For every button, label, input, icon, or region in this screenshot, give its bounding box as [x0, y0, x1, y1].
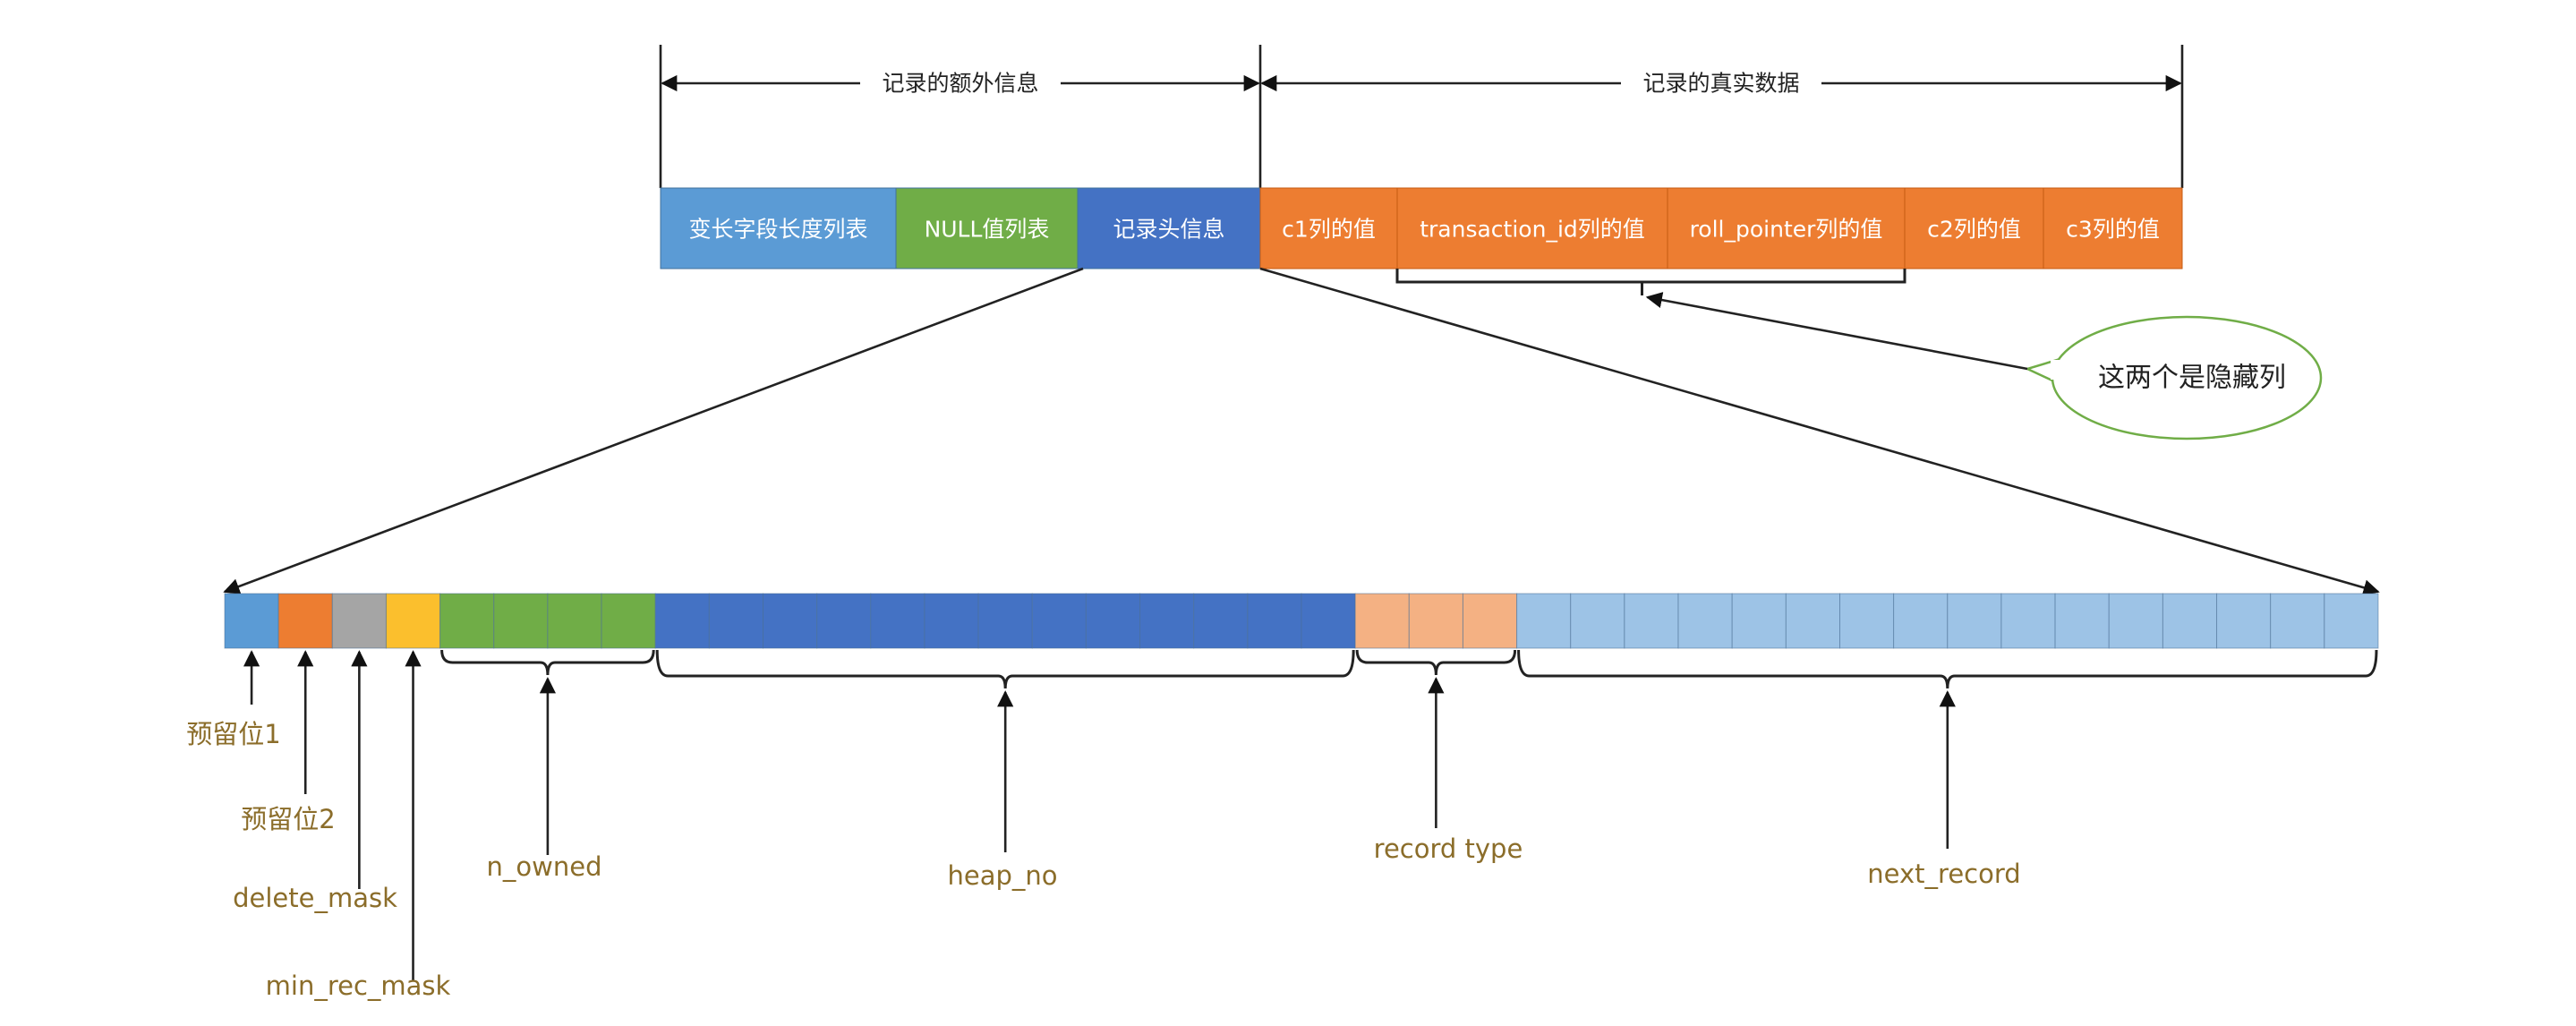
record-segment-label: c2列的值 — [1927, 217, 2021, 243]
record-segment — [1259, 187, 1398, 269]
bit-cell — [1893, 593, 1949, 649]
bit-cell — [2000, 593, 2056, 649]
bit-cell — [1947, 593, 2002, 649]
bit-cell — [763, 593, 818, 649]
bit-cell — [1085, 593, 1141, 649]
field-label: heap_no — [947, 860, 1057, 891]
bit-cell — [1839, 593, 1895, 649]
bit-cell — [1785, 593, 1840, 649]
bit-cell — [654, 593, 710, 649]
bit-cell — [1354, 593, 1410, 649]
bit-cell — [1677, 593, 1733, 649]
callout-tail-mask — [2051, 360, 2063, 380]
brace — [1395, 269, 1906, 284]
bit-cell — [2108, 593, 2163, 649]
bit-cell — [1462, 593, 1518, 649]
bit-cell — [2216, 593, 2272, 649]
bit-cell — [1193, 593, 1249, 649]
field-label: record type — [1374, 834, 1523, 864]
record-segment — [1396, 187, 1668, 269]
record-segment — [1904, 187, 2044, 269]
bit-cell — [1731, 593, 1787, 649]
field-label: n_owned — [487, 851, 602, 882]
callout-pointer-arrow — [1645, 292, 2028, 371]
dimension-label: 记录的额外信息 — [882, 71, 1038, 97]
bit-cell — [385, 593, 441, 649]
record-row-bar: 变长字段长度列表 NULL值列表 记录头信息 c1列的值 transaction_id列… — [660, 187, 2183, 269]
record-segment-label: 记录头信息 — [1113, 217, 1224, 243]
field-brace — [1355, 649, 1517, 676]
bit-cell — [493, 593, 549, 649]
bit-cell — [224, 593, 279, 649]
record-segment — [660, 187, 897, 269]
bit-cell — [1139, 593, 1195, 649]
field-brace — [655, 649, 1355, 689]
hidden-columns-brace — [1395, 269, 1906, 295]
bit-cell — [1624, 593, 1679, 649]
dimension-label: 记录的真实数据 — [1642, 71, 1799, 97]
top-dimension-lines: 记录的额外信息 记录的真实数据 — [659, 45, 2184, 188]
record-segment-label: transaction_id列的值 — [1420, 217, 1645, 243]
expand-line-right — [1259, 267, 2380, 596]
callout-text: 这两个是隐藏列 — [2098, 363, 2286, 394]
record-segment — [895, 187, 1079, 269]
bit-cell — [977, 593, 1033, 649]
bit-cell — [1570, 593, 1625, 649]
hidden-columns-callout: 这两个是隐藏列 — [1645, 292, 2323, 440]
bit-cell — [1516, 593, 1572, 649]
bit-cell — [547, 593, 602, 649]
record-segment-label: c1列的值 — [1282, 217, 1376, 243]
field-label: min_rec_mask — [266, 970, 451, 1001]
bit-cell — [2270, 593, 2325, 649]
field-label: next_record — [1867, 859, 2020, 889]
record-segment — [1667, 187, 1906, 269]
bit-cell — [331, 593, 387, 649]
field-label: delete_mask — [233, 883, 397, 913]
record-segment-label: roll_pointer列的值 — [1690, 217, 1883, 243]
bit-cell — [708, 593, 763, 649]
record-segment-label: 变长字段长度列表 — [688, 217, 867, 243]
expand-line-left — [223, 267, 1084, 594]
record-header-field-labels: 预留位1 预留位2 delete_mask min_rec_mask n_owned he… — [186, 649, 2378, 1001]
field-label: 预留位1 — [186, 719, 280, 749]
bit-cell — [924, 593, 979, 649]
bit-cell — [1031, 593, 1087, 649]
bit-cell — [2054, 593, 2110, 649]
field-brace — [1517, 649, 2378, 689]
bit-cell — [870, 593, 925, 649]
field-brace — [440, 649, 655, 676]
bit-cell — [601, 593, 656, 649]
bit-cell — [1408, 593, 1463, 649]
bit-cell — [439, 593, 495, 649]
record-header-bits-bar — [224, 593, 2379, 649]
bit-cell — [1247, 593, 1302, 649]
bit-cell — [816, 593, 872, 649]
record-segment — [1077, 187, 1261, 269]
record-segment-label: c3列的值 — [2066, 217, 2160, 243]
record-segment-label: NULL值列表 — [925, 217, 1050, 243]
record-segment — [2043, 187, 2183, 269]
bit-cell — [1301, 593, 1356, 649]
bit-cell — [277, 593, 333, 649]
bit-cell — [2324, 593, 2379, 649]
expand-lines — [223, 267, 2380, 596]
field-label: 预留位2 — [241, 804, 335, 834]
bit-cell — [2162, 593, 2218, 649]
